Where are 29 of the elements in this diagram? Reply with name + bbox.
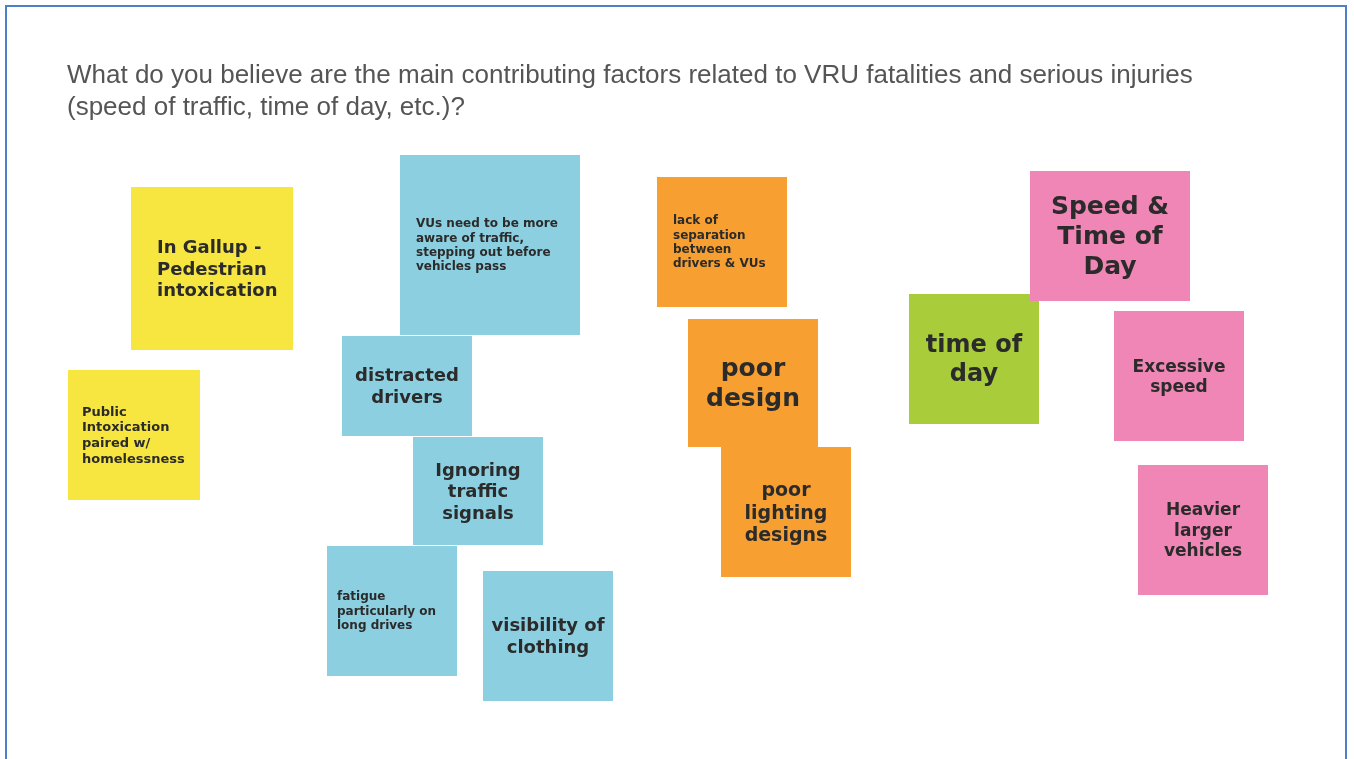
sticky-note <box>342 336 472 436</box>
note-text: poor design <box>705 353 801 413</box>
sticky-note <box>327 546 457 676</box>
sticky-note <box>688 319 818 447</box>
sticky-note <box>400 155 580 335</box>
note-text: Public Intoxication paired w/ homelessness <box>82 403 186 467</box>
note-text: VUs need to be more aware of traffic, stepping out before vehicles pass <box>416 216 559 274</box>
note-text: distracted drivers <box>354 364 460 408</box>
note-text: Speed & Time of Day <box>1049 191 1171 281</box>
sticky-note <box>1114 311 1244 441</box>
note-text: visibility of clothing <box>490 614 606 658</box>
note-text: Ignoring traffic signals <box>434 458 522 524</box>
note-text: time of day <box>924 330 1024 388</box>
note-text: fatigue particularly on long drives <box>337 589 438 633</box>
note-text: poor lighting designs <box>743 477 829 547</box>
sticky-note <box>1138 465 1268 595</box>
sticky-note <box>68 370 200 500</box>
sticky-note <box>413 437 543 545</box>
sticky-note <box>721 447 851 577</box>
sticky-note <box>909 294 1039 424</box>
note-text: lack of separation between drivers & VUs <box>673 213 767 271</box>
sticky-note <box>657 177 787 307</box>
note-text: In Gallup - Pedestrian intoxication <box>157 236 279 301</box>
sticky-note <box>1030 171 1190 301</box>
question-heading: What do you believe are the main contributing factors related to VRU fatalities and serious injuries (speed of traffic, time of day, etc.)? <box>67 58 1194 122</box>
note-text: Heavier larger vehicles <box>1162 499 1244 561</box>
sticky-note <box>483 571 613 701</box>
sticky-note <box>131 187 293 350</box>
note-text: Excessive speed <box>1131 355 1227 397</box>
